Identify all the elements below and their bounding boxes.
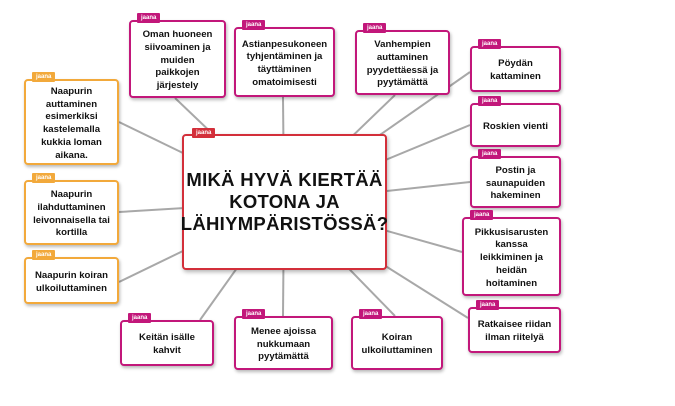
author-tag: jaana [32, 72, 56, 82]
idea-node-mail-firewood: jaana Postin ja saunapuiden hakeminen [470, 149, 561, 208]
idea-node-room-cleaning: jaana Oman huoneen siivoaminen ja muiden… [129, 13, 226, 98]
idea-node-dishwasher: jaana Astianpesukoneen tyhjentäminen ja … [234, 20, 335, 97]
author-tag: jaana [363, 23, 387, 33]
central-question-box: jaana MIKÄ HYVÄ KIERTÄÄ KOTONA JA LÄHIYM… [181, 128, 388, 270]
idea-text: Menee ajoissa nukkumaan pyytämättä [250, 325, 317, 363]
author-tag: jaana [128, 313, 152, 323]
idea-node-bedtime: jaana Menee ajoissa nukkumaan pyytämättä [234, 309, 333, 370]
idea-node-trash: jaana Roskien vienti [470, 96, 561, 147]
idea-text: Pöydän kattaminen [490, 58, 541, 82]
idea-node-helping-parents: jaana Vanhempien auttaminen pyydettäessä… [355, 23, 450, 95]
author-tag: jaana [242, 20, 266, 30]
author-tag: jaana [478, 149, 502, 159]
idea-text: Roskien vienti [482, 120, 549, 132]
author-tag: jaana [478, 96, 502, 106]
idea-node-coffee: jaana Keitän isälle kahvit [120, 313, 214, 366]
idea-text: Pikkusisarusten kanssa leikkiminen ja he… [474, 226, 549, 289]
idea-node-siblings: jaana Pikkusisarusten kanssa leikkiminen… [462, 210, 561, 296]
idea-node-neighbor-help: jaana Naapurin auttaminen esimerkiksi ka… [24, 72, 119, 165]
author-tag: jaana [476, 300, 500, 310]
author-tag: jaana [470, 210, 494, 220]
author-tag: jaana [242, 309, 266, 319]
author-tag: jaana [137, 13, 161, 23]
idea-text: Koiran ulkoiluttaminen [361, 332, 433, 356]
idea-node-setting-table: jaana Pöydän kattaminen [470, 39, 561, 92]
idea-text: Naapurin koiran ulkoiluttaminen [34, 269, 109, 294]
idea-node-neighbor-baking: jaana Naapurin ilahduttaminen leivonnais… [24, 173, 119, 245]
central-question: MIKÄ HYVÄ KIERTÄÄ KOTONA JA LÄHIYMPÄRIST… [180, 169, 389, 234]
idea-node-neighbor-dog: jaana Naapurin koiran ulkoiluttaminen [24, 250, 119, 304]
idea-text: Naapurin ilahduttaminen leivonnaisella t… [33, 189, 110, 239]
idea-text: Ratkaisee riidan ilman riitelyä [477, 319, 552, 343]
idea-text: Astianpesukoneen tyhjentäminen ja täyttä… [241, 38, 328, 88]
author-tag: jaana [32, 173, 56, 183]
idea-text: Postin ja saunapuiden hakeminen [485, 164, 546, 202]
idea-node-dog-walk: jaana Koiran ulkoiluttaminen [351, 309, 443, 370]
idea-node-resolve-dispute: jaana Ratkaisee riidan ilman riitelyä [468, 300, 561, 353]
idea-text: Naapurin auttaminen esimerkiksi kastelem… [41, 85, 102, 161]
idea-text: Oman huoneen siivoaminen ja muiden paikk… [142, 29, 213, 92]
author-tag: jaana [32, 250, 56, 260]
author-tag: jaana [192, 128, 216, 138]
idea-text: Vanhempien auttaminen pyydettäessä ja py… [366, 39, 439, 89]
author-tag: jaana [478, 39, 502, 49]
idea-text: Keitän isälle kahvit [139, 332, 195, 356]
author-tag: jaana [359, 309, 383, 319]
